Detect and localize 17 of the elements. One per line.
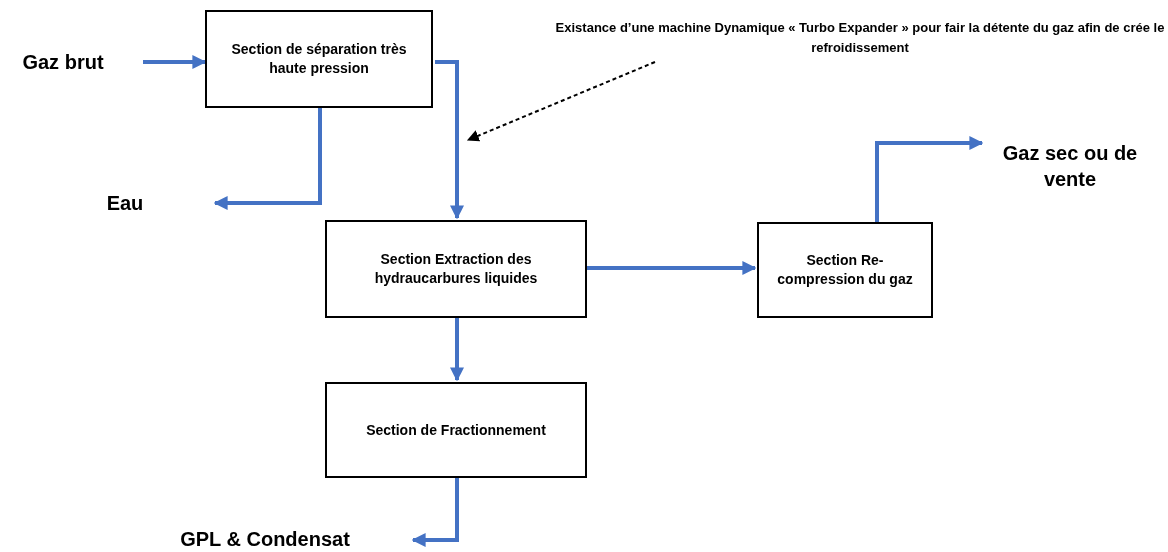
flow-arrow: [143, 55, 207, 69]
flow-arrow: [213, 108, 322, 210]
stream-label: Gaz brut: [8, 46, 118, 78]
dashed-arrow: [466, 61, 656, 142]
process-box: Section de Fractionnement: [325, 382, 587, 478]
stream-label: Gaz sec ou de vente: [990, 136, 1150, 196]
flow-arrow: [587, 261, 757, 275]
process-box: Section Extraction des hydraucarbures liquides: [325, 220, 587, 318]
process-box: Section Re-compression du gaz: [757, 222, 933, 318]
stream-label: GPL & Condensat: [155, 525, 375, 552]
process-box: Section de séparation très haute pression: [205, 10, 433, 108]
flow-arrow: [875, 136, 984, 222]
stream-label: Eau: [100, 187, 150, 219]
flow-arrow: [411, 478, 459, 547]
flow-arrow: [435, 60, 464, 220]
flow-arrow: [450, 318, 464, 382]
annotation-text: Existance d’une machine Dynamique « Turbo Expander » pour fair la détente du gaz afin de crée le refroidissement: [555, 16, 1165, 60]
